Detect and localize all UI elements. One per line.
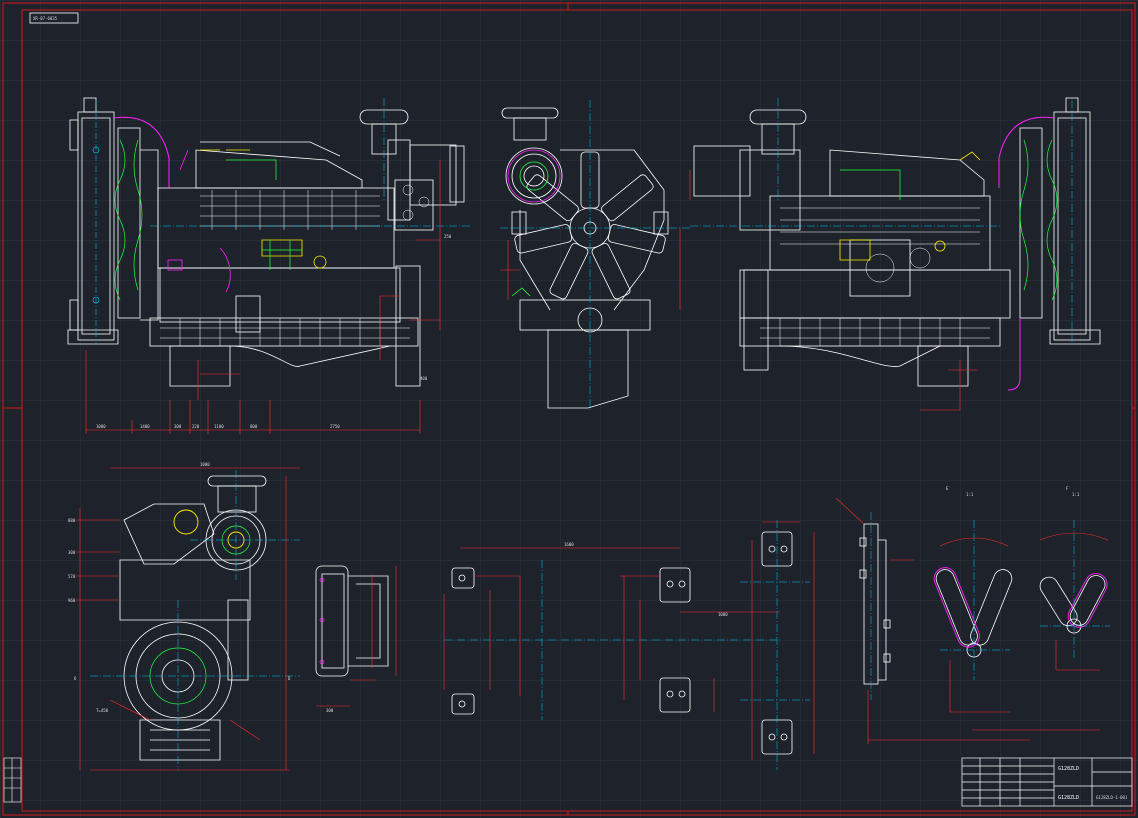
svg-text:250: 250 xyxy=(444,234,452,239)
revision-table xyxy=(3,757,22,803)
title-block-sheet-no: G128ZLD-1-001 xyxy=(1096,795,1128,800)
view-front-elevation[interactable] xyxy=(500,100,690,410)
title-block-model-bottom: G128ZLD xyxy=(1058,795,1079,801)
svg-text:1000: 1000 xyxy=(200,462,210,467)
svg-text:E: E xyxy=(946,486,949,491)
svg-text:T=450: T=450 xyxy=(96,708,109,713)
svg-text:D: D xyxy=(288,676,291,681)
drawing-tag-text: XR-07-6035 xyxy=(33,16,58,21)
svg-text:F: F xyxy=(1066,486,1069,491)
svg-text:300: 300 xyxy=(174,424,182,429)
svg-text:1:1: 1:1 xyxy=(1072,492,1080,497)
detail-mounting-footprint[interactable]: 1600 1000 xyxy=(443,542,780,720)
svg-text:1100: 1100 xyxy=(214,424,224,429)
detail-e-lifting-eye[interactable]: E 1:1 xyxy=(931,486,1100,731)
svg-text:1400: 1400 xyxy=(140,424,150,429)
svg-text:800: 800 xyxy=(250,424,258,429)
svg-text:220: 220 xyxy=(192,424,200,429)
svg-text:1:1: 1:1 xyxy=(966,492,974,497)
detail-side-plate[interactable] xyxy=(835,497,1030,744)
svg-text:300: 300 xyxy=(326,708,334,713)
svg-text:O: O xyxy=(74,676,77,681)
detail-f-lifting-eye[interactable]: F1:1 xyxy=(1037,486,1111,671)
svg-text:880: 880 xyxy=(68,518,76,523)
view-right-elevation[interactable] xyxy=(689,97,1101,411)
detail-vertical-bracket[interactable] xyxy=(740,520,815,770)
svg-text:570: 570 xyxy=(68,574,76,579)
svg-text:1000: 1000 xyxy=(718,612,728,617)
svg-text:2750: 2750 xyxy=(330,424,340,429)
view-left-elevation[interactable]: 1000 1400 300 220 1100 800 2750 250 400 xyxy=(67,97,470,434)
title-block-model-top: G128ZLD xyxy=(1058,766,1079,772)
title-block[interactable]: G128ZLD G128ZLD G128ZLD-1-001 xyxy=(961,757,1133,807)
drawing-tag: XR-07-6035 xyxy=(29,12,79,24)
svg-text:300: 300 xyxy=(68,550,76,555)
svg-text:400: 400 xyxy=(420,376,428,381)
detail-flange-section[interactable]: 300 xyxy=(315,565,397,713)
svg-text:960: 960 xyxy=(68,598,76,603)
svg-text:1600: 1600 xyxy=(564,542,574,547)
svg-text:1000: 1000 xyxy=(96,424,106,429)
